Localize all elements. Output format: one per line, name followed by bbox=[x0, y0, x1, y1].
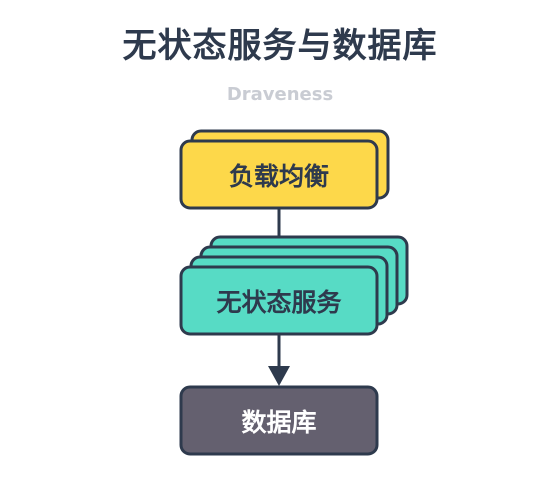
load-balancer-label: 负载均衡 bbox=[228, 161, 329, 191]
diagram-title: 无状态服务与数据库 bbox=[122, 26, 438, 66]
author-credit: Draveness bbox=[226, 84, 334, 105]
stateless-service-label: 无状态服务 bbox=[216, 287, 342, 317]
database-box bbox=[179, 385, 379, 456]
arrow-service-to-db-head bbox=[268, 366, 290, 386]
database-label: 数据库 bbox=[241, 407, 317, 437]
